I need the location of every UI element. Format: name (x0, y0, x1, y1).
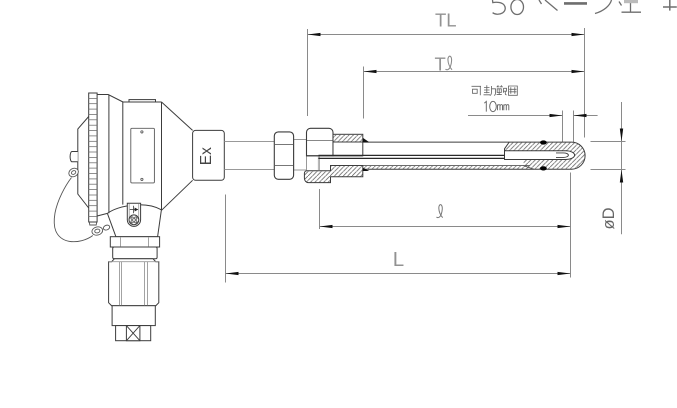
svg-text:T: T (435, 53, 446, 74)
svg-text:TL: TL (435, 10, 457, 31)
svg-text:øD: øD (600, 207, 618, 229)
svg-text:Ex: Ex (198, 147, 215, 165)
svg-text:L: L (393, 248, 404, 271)
